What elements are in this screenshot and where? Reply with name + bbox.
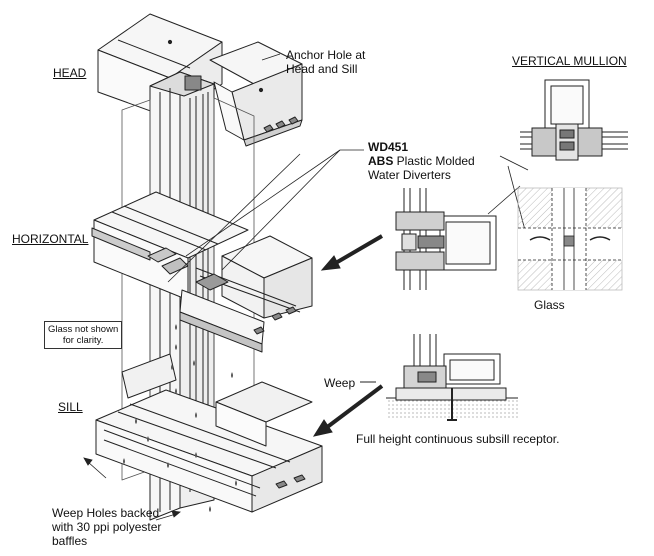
note-line-1: Glass not shown [48,324,119,335]
part-code: WD451 [368,140,409,154]
label-weep: Weep [324,376,356,390]
main-assembly [91,13,323,521]
label-weep-holes: Weep Holes backed with 30 ppi polyester … [52,506,161,548]
label-subsill: Full height continuous subsill receptor. [356,432,560,446]
weep-holes-line-1: Weep Holes backed [52,506,160,520]
head-right-box [209,41,303,147]
part-abs: ABS [368,154,394,168]
weep-pointers [83,457,181,521]
leader-lines [167,53,529,283]
label-horizontal: HORIZONTAL [12,232,89,246]
callout-arrows [312,234,384,437]
part-line-2-rest: Plastic Molded [393,154,475,168]
vertical-mullion-detail [520,79,628,161]
glass-detail [517,187,623,291]
anchor-line-1: Anchor Hole at [286,48,366,62]
sill-section-detail [386,334,518,421]
label-head: HEAD [53,66,87,80]
water-drops [123,324,237,512]
label-vertical-mullion: VERTICAL MULLION [512,54,627,68]
label-sill: SILL [58,400,83,414]
part-line-3: Water Diverters [368,168,451,182]
part-line-2: ABS Plastic Molded [368,154,475,168]
note-line-2: for clarity. [62,335,104,346]
anchor-line-2: Head and Sill [286,62,358,76]
water-diverters [147,247,229,291]
label-anchor-hole: Anchor Hole at Head and Sill [286,48,365,76]
horizontal-section-detail [395,188,497,290]
sill-member [95,353,323,513]
glass-not-shown-note: Glass not shown for clarity. [44,321,123,349]
weep-holes-line-2: with 30 ppi polyester [52,520,162,534]
weep-holes-line-3: baffles [52,534,88,548]
label-water-diverter: WD451 ABS Plastic Molded Water Diverters [368,140,475,182]
label-glass: Glass [534,298,565,312]
